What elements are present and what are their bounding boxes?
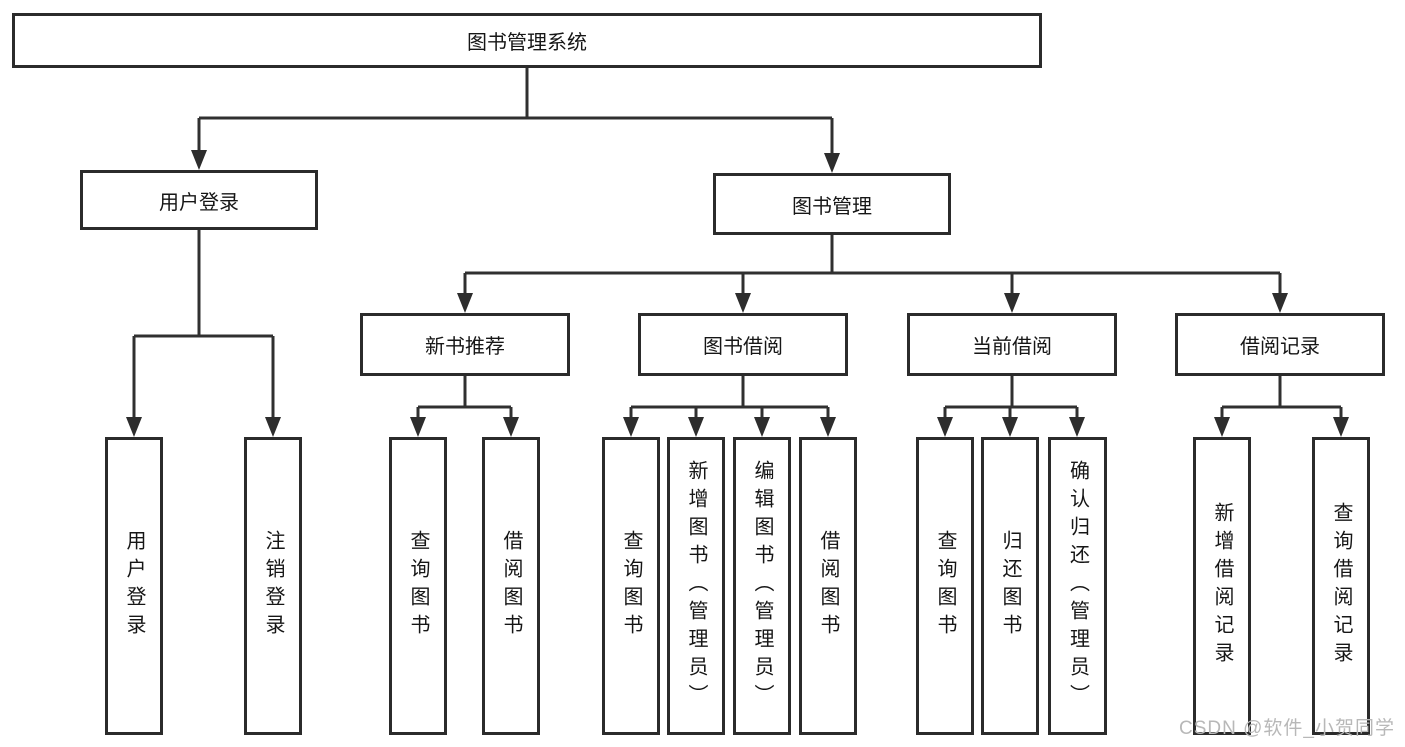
node-label: 归还图书 (999, 530, 1021, 642)
leaf-borrow-books-recommend: 借阅图书 (482, 437, 540, 735)
node-label: 用户登录 (123, 530, 145, 642)
node-system: 图书管理系统 (12, 13, 1042, 68)
node-label: 查询图书 (620, 530, 642, 642)
edges-book-management (457, 235, 1288, 313)
node-new-book-recommend: 新书推荐 (360, 313, 570, 376)
node-label: 当前借阅 (972, 336, 1052, 358)
edges-new-book-recommend (410, 376, 519, 437)
leaf-add-book-admin: 新增图书（管理员） (667, 437, 725, 735)
edges-user-login (126, 230, 281, 437)
leaf-query-borrow-record: 查询借阅记录 (1312, 437, 1370, 735)
edges-book-borrow (623, 376, 836, 437)
node-current-borrow: 当前借阅 (907, 313, 1117, 376)
node-label: 查询图书 (934, 530, 956, 642)
node-label: 借阅记录 (1240, 336, 1320, 358)
node-label: 新增借阅记录 (1211, 502, 1233, 670)
leaf-edit-book-admin: 编辑图书（管理员） (733, 437, 791, 735)
leaf-user-login: 用户登录 (105, 437, 163, 735)
node-label: 查询借阅记录 (1330, 502, 1352, 670)
node-label: 用户登录 (159, 191, 239, 214)
edges-root (191, 68, 840, 173)
node-book-management: 图书管理 (713, 173, 951, 235)
node-user-login: 用户登录 (80, 170, 318, 230)
node-label: 确认归还（管理员） (1066, 460, 1089, 712)
node-label: 图书借阅 (703, 336, 783, 358)
node-label: 新书推荐 (425, 336, 505, 358)
leaf-confirm-return-admin: 确认归还（管理员） (1048, 437, 1107, 735)
leaf-return-book: 归还图书 (981, 437, 1039, 735)
leaf-query-books-current: 查询图书 (916, 437, 974, 735)
node-label: 借阅图书 (500, 530, 522, 642)
node-label: 借阅图书 (817, 530, 839, 642)
leaf-borrow-books: 借阅图书 (799, 437, 857, 735)
leaf-logout: 注销登录 (244, 437, 302, 735)
node-borrow-records: 借阅记录 (1175, 313, 1385, 376)
node-label: 图书管理系统 (467, 32, 587, 54)
node-label: 编辑图书（管理员） (751, 460, 773, 712)
node-book-borrow: 图书借阅 (638, 313, 848, 376)
watermark-text: CSDN @软件_小贺同学 (1179, 718, 1395, 739)
node-label: 图书管理 (792, 195, 872, 218)
leaf-query-books-recommend: 查询图书 (389, 437, 447, 735)
leaf-add-borrow-record: 新增借阅记录 (1193, 437, 1251, 735)
edges-current-borrow (937, 376, 1085, 437)
node-label: 查询图书 (407, 530, 429, 642)
leaf-query-books-borrow: 查询图书 (602, 437, 660, 735)
node-label: 新增图书（管理员） (685, 460, 707, 712)
node-label: 注销登录 (262, 530, 284, 642)
edges-borrow-records (1214, 376, 1349, 437)
